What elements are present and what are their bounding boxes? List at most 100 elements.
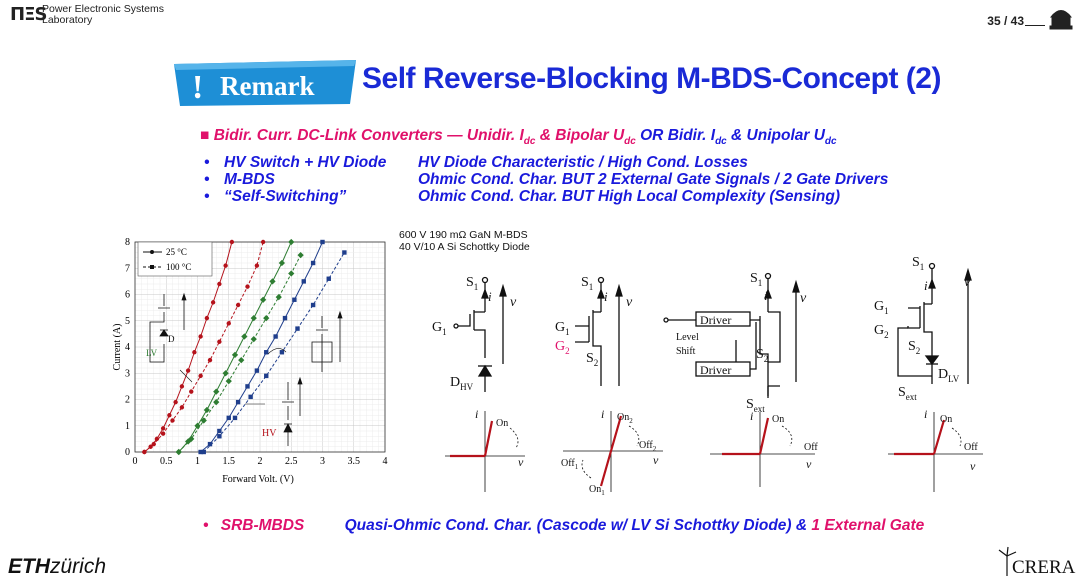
y-tick-label: 5 — [125, 316, 130, 327]
svg-text:Sext: Sext — [898, 385, 917, 402]
x-tick-label: 3 — [320, 456, 325, 467]
data-point — [170, 418, 175, 423]
data-point — [260, 239, 266, 245]
svg-text:v: v — [510, 295, 517, 310]
main-part2: Unidir. Idc & Bipolar Udc — [466, 127, 636, 148]
svg-text:Off: Off — [964, 442, 978, 453]
page-bar — [1025, 25, 1045, 26]
data-point — [160, 431, 166, 436]
c1-g1-label: G1 — [432, 320, 447, 337]
y-tick-label: 1 — [125, 421, 130, 432]
data-point — [248, 394, 253, 400]
data-point — [151, 441, 156, 447]
data-point — [142, 449, 147, 455]
data-point — [241, 333, 248, 340]
x-tick-label: 4 — [383, 456, 388, 467]
inset-lv-label: LV — [146, 348, 158, 358]
c2-s1-label: S1 — [581, 275, 593, 292]
svg-text:S1: S1 — [750, 271, 762, 288]
svg-text:G2: G2 — [555, 339, 570, 356]
data-point — [194, 422, 201, 429]
data-point — [273, 334, 278, 339]
data-point — [198, 334, 203, 339]
svg-text:S2: S2 — [586, 351, 598, 368]
svg-text:i: i — [750, 409, 753, 423]
inset-hv-label: HV — [262, 428, 277, 439]
srb-mbds-bullet: • SRB-MBDS Quasi-Ohmic Cond. Char. (Casc… — [203, 517, 925, 534]
svg-text:On: On — [772, 414, 784, 425]
remark-badge: ! Remark — [174, 60, 356, 106]
svg-text:i: i — [488, 289, 492, 304]
data-point — [288, 270, 295, 277]
svg-text:Off1: Off1 — [561, 458, 579, 471]
page-title: Self Reverse-Blocking M-BDS-Concept (2) — [362, 62, 941, 95]
svg-text:Off: Off — [804, 442, 818, 453]
x-tick-label: 1.5 — [223, 456, 236, 467]
inset-hv-schematic: HV — [262, 376, 303, 446]
c1-d-label: DHV — [450, 375, 474, 392]
main-part3: Bidir. Idc & Unipolar Udc — [667, 127, 837, 148]
sub-bullet-2: • M-BDS Ohmic Cond. Char. BUT 2 External… — [204, 171, 889, 188]
data-point — [207, 357, 213, 363]
data-point — [279, 350, 285, 355]
x-axis-label: Forward Volt. (V) — [222, 474, 294, 485]
data-point — [342, 250, 347, 255]
svg-text:On2: On2 — [617, 412, 633, 425]
data-point — [297, 252, 304, 259]
main-dash: — — [447, 127, 463, 144]
inset-lv-schematic: D LV — [146, 292, 187, 363]
device-note-line1: 600 V 190 mΩ GaN M-BDS — [399, 229, 528, 241]
crera-windmill-icon — [998, 546, 1017, 576]
pes-logo: ПΞS — [10, 4, 47, 25]
svg-text:On: On — [940, 414, 952, 425]
data-point — [282, 315, 288, 321]
data-point — [217, 434, 222, 439]
data-point — [226, 415, 231, 421]
data-point — [175, 448, 182, 456]
y-tick-label: 6 — [125, 290, 130, 301]
circuit-hv-switch-diode: S1 i v G1 DHV i v On — [432, 275, 525, 492]
inset-pointer-lines — [179, 348, 287, 405]
plot-frame — [134, 241, 386, 453]
svg-text:DLV: DLV — [938, 367, 960, 384]
data-point — [213, 399, 220, 406]
main-part1: Bidir. Curr. DC-Link Converters — [213, 127, 443, 144]
series-line-blue — [203, 252, 345, 453]
data-point — [204, 315, 210, 321]
svg-text:G1: G1 — [555, 320, 570, 337]
data-point — [310, 302, 316, 308]
data-point — [260, 296, 267, 303]
svg-text:v: v — [964, 275, 971, 290]
sub-bullet-1: • HV Switch + HV Diode HV Diode Characte… — [204, 154, 748, 171]
svg-text:v: v — [653, 453, 659, 467]
y-tick-label: 0 — [125, 447, 130, 458]
srb-mbds-desc: Quasi-Ohmic Cond. Char. (Cascode w/ LV S… — [344, 517, 812, 534]
lab-name-line2: Laboratory — [42, 14, 93, 26]
building-icon — [1049, 10, 1073, 30]
data-point — [264, 350, 269, 355]
inset-d-label: D — [168, 334, 175, 344]
data-point — [288, 238, 295, 246]
lab-name: Power Electronic Systems Laboratory — [42, 4, 164, 26]
svg-text:v: v — [518, 455, 524, 469]
data-point — [278, 259, 285, 267]
svg-text:S2: S2 — [908, 339, 920, 356]
x-tick-label: 1 — [195, 456, 200, 467]
data-point — [223, 263, 228, 268]
data-point — [235, 399, 241, 405]
eth-logo: ETHzürich — [8, 555, 107, 578]
data-point — [185, 368, 191, 373]
square-bullet-icon: ■ — [200, 127, 210, 144]
data-point — [188, 435, 195, 442]
data-point — [160, 426, 166, 431]
svg-text:Shift: Shift — [676, 346, 696, 357]
x-tick-label: 2 — [258, 456, 263, 467]
circuit-srb-mbds: S1 i v G1 G2 S2 DLV Sext i On Off v — [874, 255, 983, 492]
y-axis-label: Current (A) — [112, 324, 123, 371]
data-point — [173, 399, 178, 405]
data-point — [179, 384, 185, 389]
y-tick-label: 2 — [125, 395, 130, 406]
data-point — [201, 449, 206, 455]
